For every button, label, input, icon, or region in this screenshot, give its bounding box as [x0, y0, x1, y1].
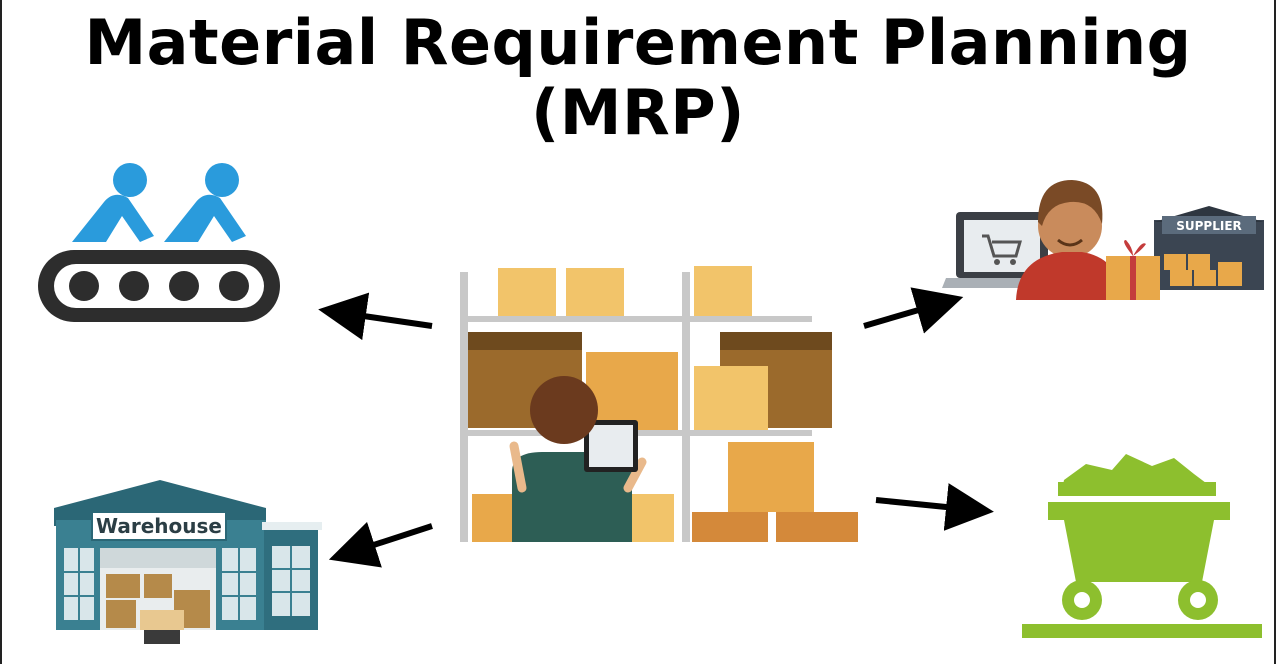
warehouse-worker-shelves-icon [460, 266, 858, 542]
arrow-icon [863, 287, 964, 334]
arrow-icon [875, 483, 994, 531]
page-title: Material Requirement Planning (MRP) [2, 8, 1274, 148]
arrow-icon [328, 521, 433, 568]
title-line-2: (MRP) [530, 76, 746, 149]
title-line-1: Material Requirement Planning [84, 6, 1192, 79]
supplier-sign-label: SUPPLIER [1176, 219, 1242, 233]
online-supplier-icon: SUPPLIER [942, 180, 1264, 300]
arrow-icon [318, 292, 433, 341]
arrows [318, 287, 994, 568]
conveyor-workers-icon [38, 163, 280, 322]
warehouse-building-icon: Warehouse [54, 480, 322, 644]
mine-cart-icon [1022, 454, 1262, 638]
warehouse-sign: Warehouse [91, 511, 227, 541]
warehouse-sign-label: Warehouse [96, 514, 222, 538]
